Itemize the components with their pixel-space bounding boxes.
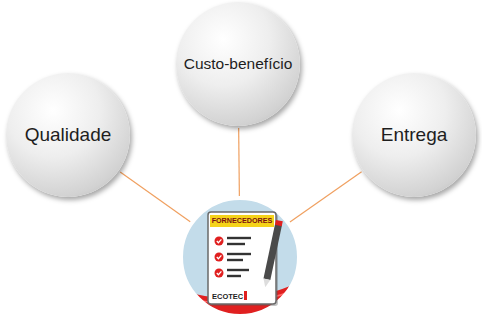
supplier-hub-circle: FORNECEDORES ECOTEC: [181, 198, 299, 316]
connector-line: [120, 172, 190, 222]
criterion-circle: Entrega: [352, 73, 476, 197]
logo-text: ECOTEC: [212, 293, 243, 301]
connector-line: [238, 128, 240, 196]
criterion-label: Entrega: [381, 124, 448, 146]
banner-title: FORNECEDORES: [212, 217, 273, 224]
criterion-circle: Custo-benefício: [176, 2, 300, 126]
criterion-circle: Qualidade: [6, 73, 130, 197]
connector-line: [290, 172, 362, 222]
criterion-label: Custo-benefício: [184, 55, 293, 73]
criterion-label: Qualidade: [25, 124, 112, 146]
